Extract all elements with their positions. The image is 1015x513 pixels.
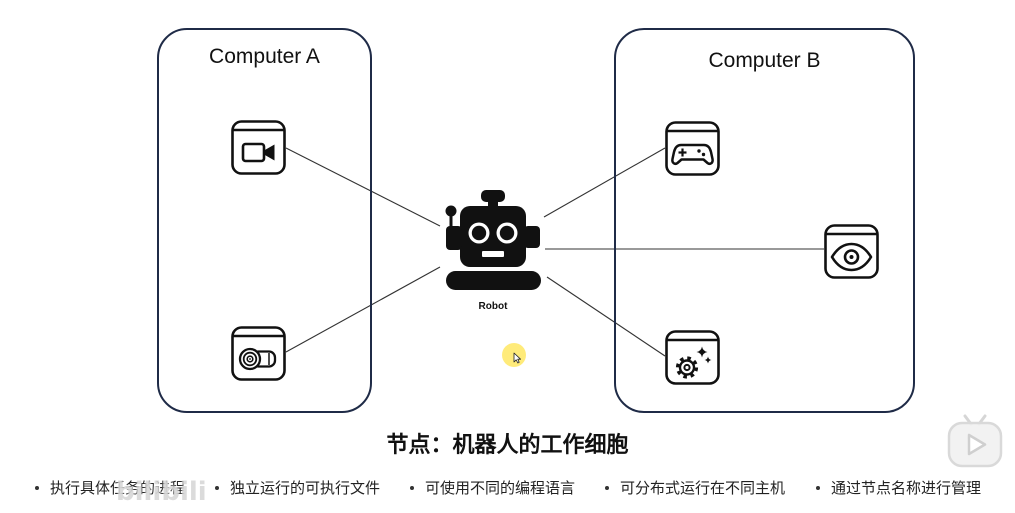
motor-wheel-ring [242,351,258,367]
robot-mouth [482,251,504,257]
gamepad-node [665,121,720,176]
motor-node [231,326,286,381]
computer-b-label: Computer B [708,49,821,72]
camera-lens [264,144,275,161]
robot-left-eye [471,225,487,241]
motor-icon [231,326,286,381]
bullet-item: 执行具体任务的进程 [35,477,185,499]
sparkle-small [704,356,712,364]
gear-hole [683,363,691,372]
edge-robot-gear [546,276,666,357]
gear-sparkle-icon [665,330,720,385]
computer-a-label: Computer A [209,45,320,68]
bullet-text: 可使用不同的编程语言 [425,479,576,497]
bullet-text: 独立运行的可执行文件 [230,479,381,497]
motor-wheel-axle [249,358,251,360]
bullet-text: 可分布式运行在不同主机 [620,479,786,497]
eye-icon [824,224,879,279]
bullet-item: 可分布式运行在不同主机 [605,477,785,499]
edge-camera-robot [285,147,441,227]
bullet-item: 通过节点名称进行管理 [816,477,981,499]
bullet-dot [215,486,219,490]
robot-head [460,206,526,267]
play-icon[interactable] [946,412,1004,470]
robot-base [446,271,541,290]
computer-a-box: Computer A [157,28,372,413]
robot-right-ear [524,226,540,248]
robot-left-ear [446,226,462,250]
gear-node [665,330,720,385]
robot-antenna-stick [449,212,453,228]
computer-b-box: Computer B [614,28,915,413]
robot [440,186,546,294]
bullet-list: 执行具体任务的进程 独立运行的可执行文件 可使用不同的编程语言 可分布式运行在不… [0,477,1015,499]
bullet-dot [410,486,414,490]
video-camera-icon [231,120,286,175]
bullet-item: 可使用不同的编程语言 [410,477,575,499]
edge-robot-gamepad [543,147,666,218]
robot-antenna-ball [445,205,457,217]
motor-wheel-hub [246,355,254,363]
eye-outline [830,242,873,272]
edge-motor-robot [285,266,441,353]
robot-icon [445,190,541,290]
play-triangle [967,433,987,456]
gamepad-button [701,152,706,157]
robot-right-eye [499,225,515,241]
robot-top-knob [481,190,505,202]
sparkle-large [696,346,708,358]
play-button[interactable] [946,412,1004,470]
bullet-text: 通过节点名称进行管理 [831,479,982,497]
slide-title: 节点：机器人的工作细胞 [386,433,629,458]
bullet-dot [35,486,39,490]
eye-pupil [849,255,854,259]
gamepad-icon [665,121,720,176]
bullet-text: 执行具体任务的进程 [50,479,186,497]
gear-teeth [675,356,699,379]
eye-node [824,224,879,279]
camera-node [231,120,286,175]
gamepad-button [697,149,701,153]
robot-label: Robot [478,301,508,312]
robot-knob-neck [488,198,498,208]
bullet-item: 独立运行的可执行文件 [215,477,380,499]
bullet-dot [816,486,820,490]
bullet-dot [605,486,609,490]
eye-iris [843,249,860,265]
